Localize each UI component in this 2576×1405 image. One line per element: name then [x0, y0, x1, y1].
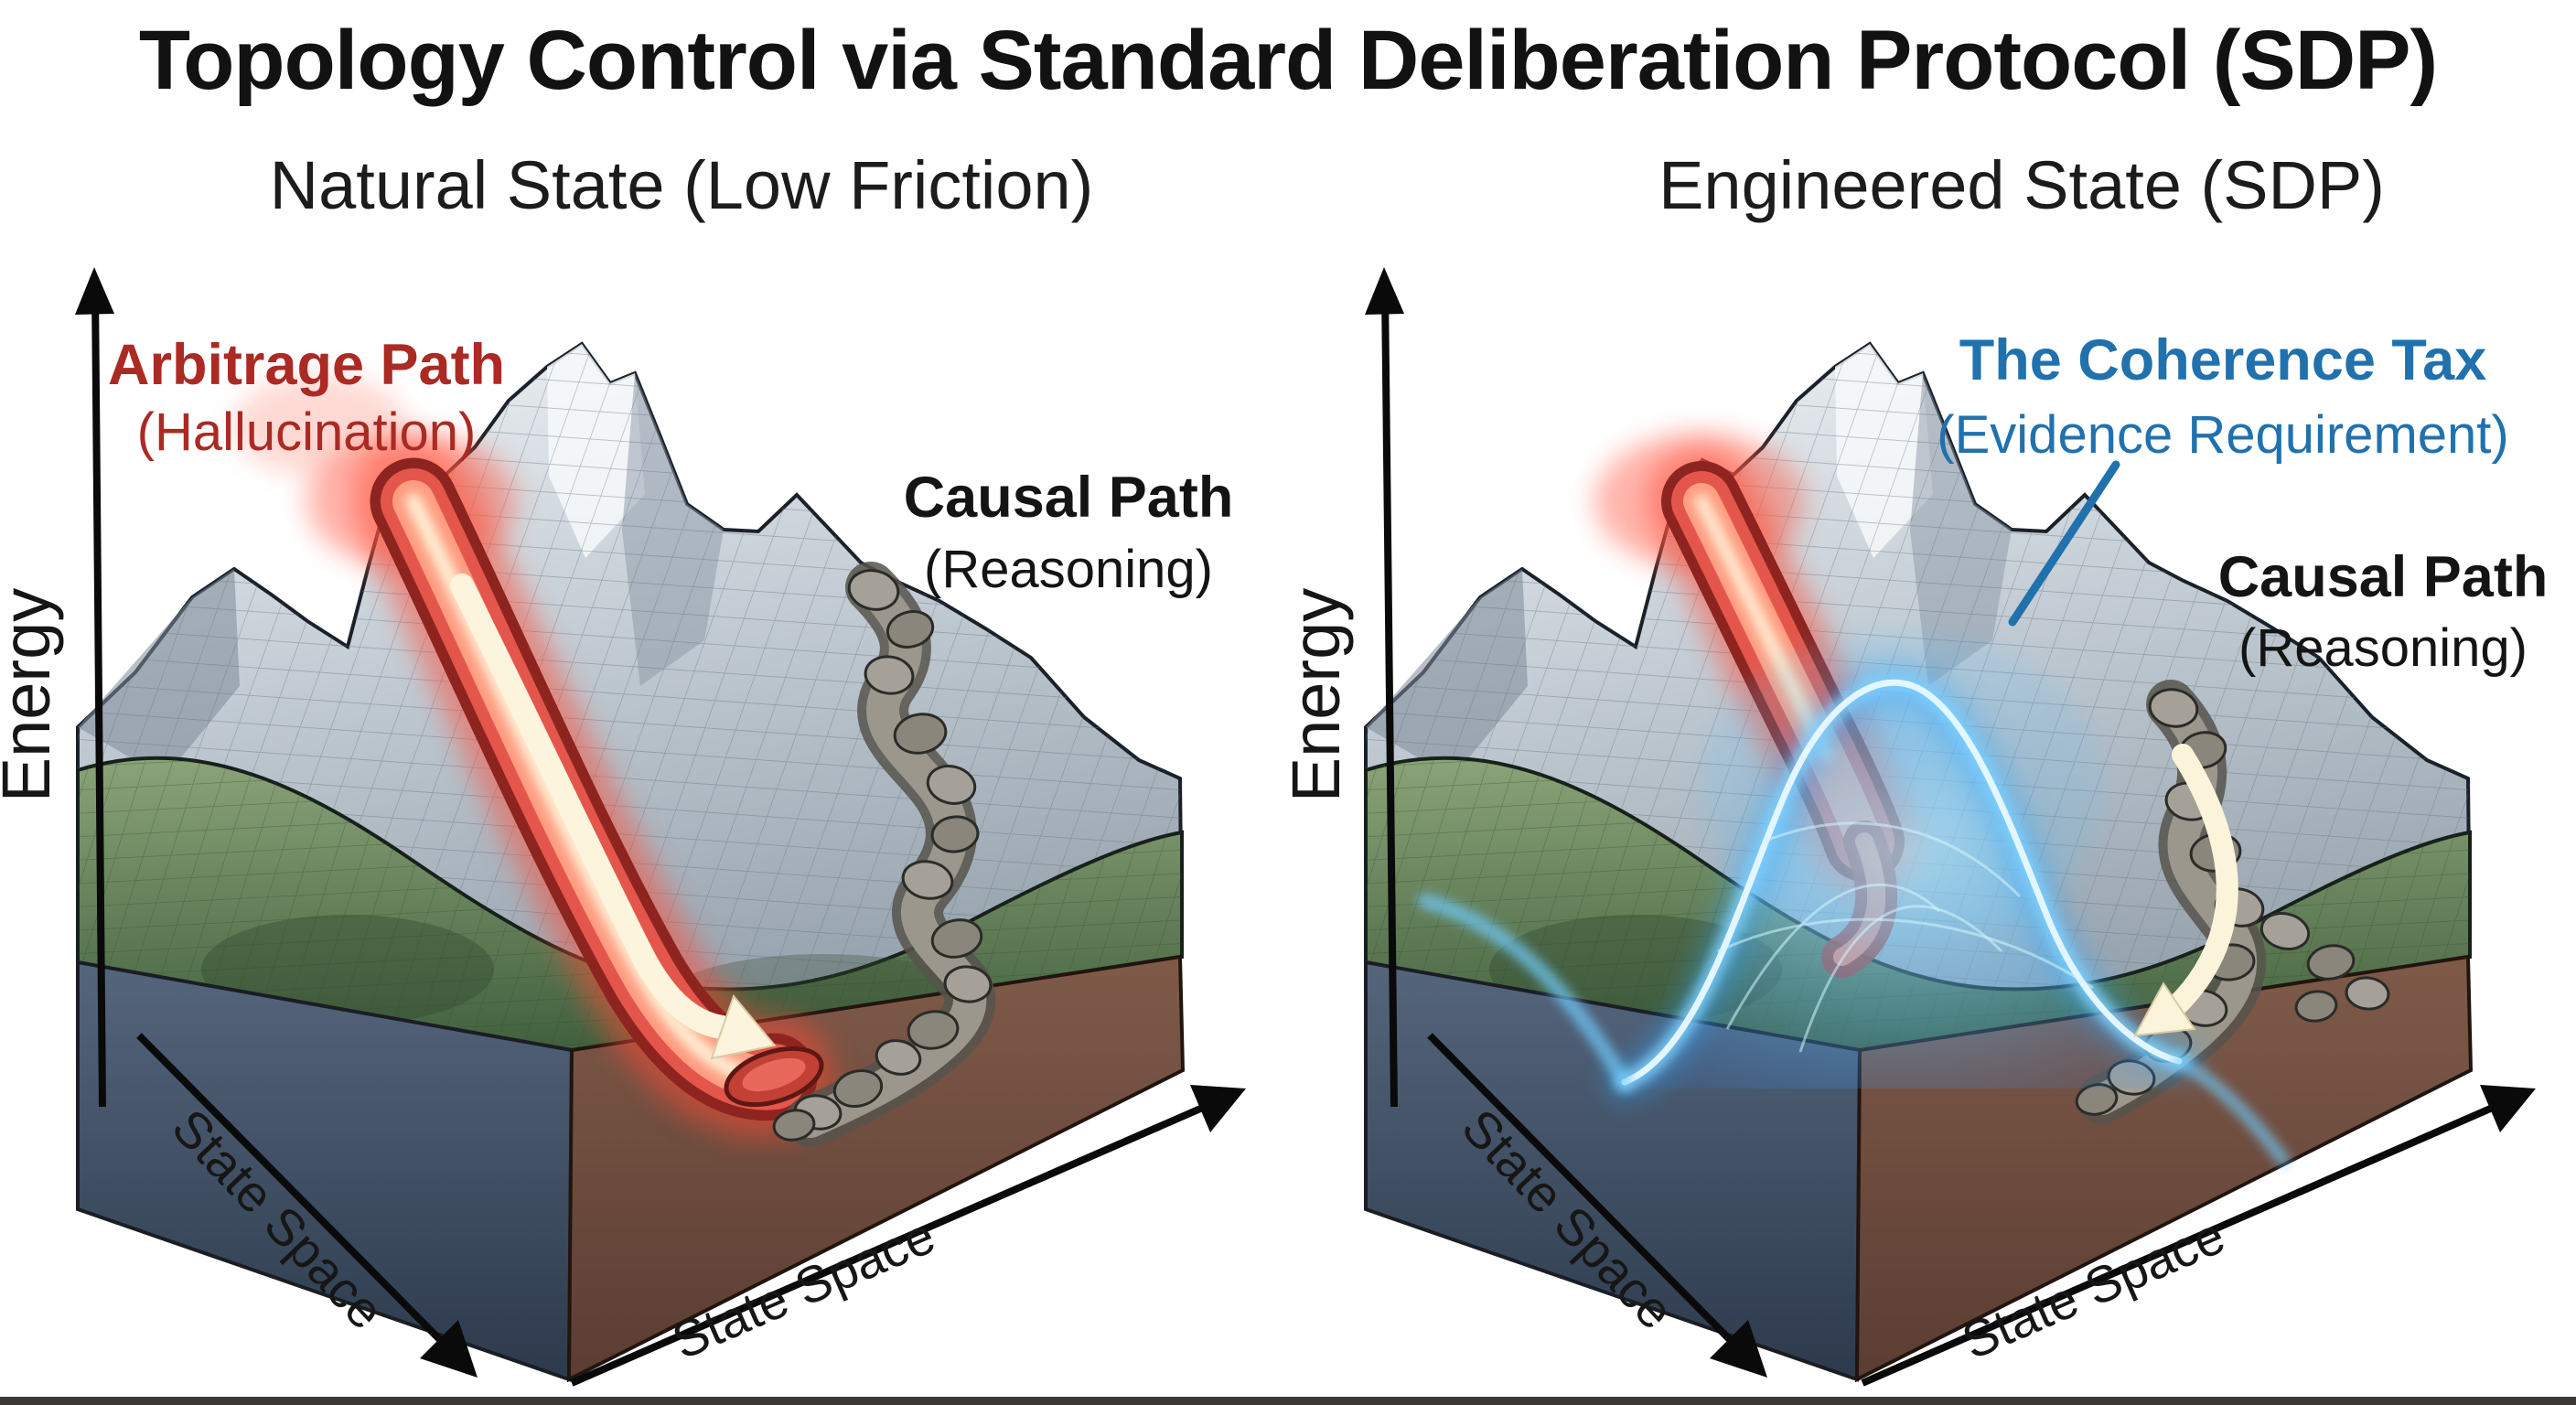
terrain-glow-line-right: [2173, 1055, 2290, 1166]
state-space-axis-right: [1861, 1093, 2519, 1387]
energy-axis: [1381, 290, 1398, 1108]
left-panel-subtitle: Natural State (Low Friction): [269, 147, 1094, 223]
arbitrage-arrowhead-icon: [710, 994, 777, 1060]
causal-flow-arrow: [2148, 744, 2238, 1032]
state-space-right-arrowhead-icon: [1190, 1085, 1246, 1132]
annotations: The Coherence Tax (Evidence Requirement)…: [1937, 328, 2548, 678]
causal-path-title: Causal Path: [904, 466, 1234, 530]
energy-axis: [91, 290, 106, 1108]
dome-edge-core: [1621, 679, 2183, 1086]
causal-flow: [2133, 744, 2238, 1037]
arbitrage-flow-arrow: [450, 574, 734, 1039]
state-space-right-arrowhead-icon: [2480, 1085, 2536, 1132]
page-title: Topology Control via Standard Deliberati…: [138, 14, 2438, 107]
right-panel-subtitle: Engineered State (SDP): [1658, 147, 2385, 223]
dome-fill: [1625, 682, 2179, 1089]
state-space-axis-left: [136, 1033, 466, 1366]
causal-path-title: Causal Path: [2218, 545, 2549, 609]
dome-mesh-lines: [1717, 821, 2094, 1053]
causal-path-subtitle: (Reasoning): [924, 540, 1213, 599]
coherence-tax-title: The Coherence Tax: [1959, 328, 2487, 392]
state-space-left-arrowhead-icon: [1710, 1320, 1767, 1378]
coherence-tax-subtitle: (Evidence Requirement): [1937, 405, 2508, 465]
causal-rocky-path: [772, 562, 996, 1147]
state-space-axis-right: [570, 1093, 1229, 1387]
coherence-pointer-line: [2008, 460, 2120, 627]
image-bottom-edge: [0, 1397, 2576, 1405]
state-space-left-arrowhead-icon: [420, 1320, 478, 1378]
boulders: [772, 569, 993, 1142]
coherence-dome: [1418, 631, 2290, 1166]
energy-arrowhead-icon: [75, 267, 114, 315]
right-panel-illustration: Energy State Space State Space The Coher…: [1288, 267, 2548, 1387]
chute-label-glow: [233, 375, 407, 476]
arbitrage-chute: [233, 375, 836, 1140]
state-space-axis-left: [1427, 1033, 1755, 1366]
energy-axis-label: Energy: [0, 588, 64, 802]
chute-lip-inner: [742, 1057, 806, 1092]
arbitrage-path-title: Arbitrage Path: [108, 333, 505, 397]
terrain-glow-line-left: [1418, 894, 1632, 1089]
annotations: Arbitrage Path (Hallucination) Causal Pa…: [108, 333, 1233, 599]
energy-axis-label: Energy: [1288, 588, 1354, 802]
green-mesh-overlay: [78, 757, 1182, 1050]
arbitrage-path-subtitle: (Hallucination): [137, 402, 477, 462]
left-panel-illustration: Energy State Space State Space Arbitrage…: [0, 267, 1246, 1387]
causal-arrowhead-icon: [2133, 981, 2196, 1037]
causal-path-subtitle: (Reasoning): [2238, 618, 2528, 678]
energy-arrowhead-icon: [1365, 267, 1404, 315]
